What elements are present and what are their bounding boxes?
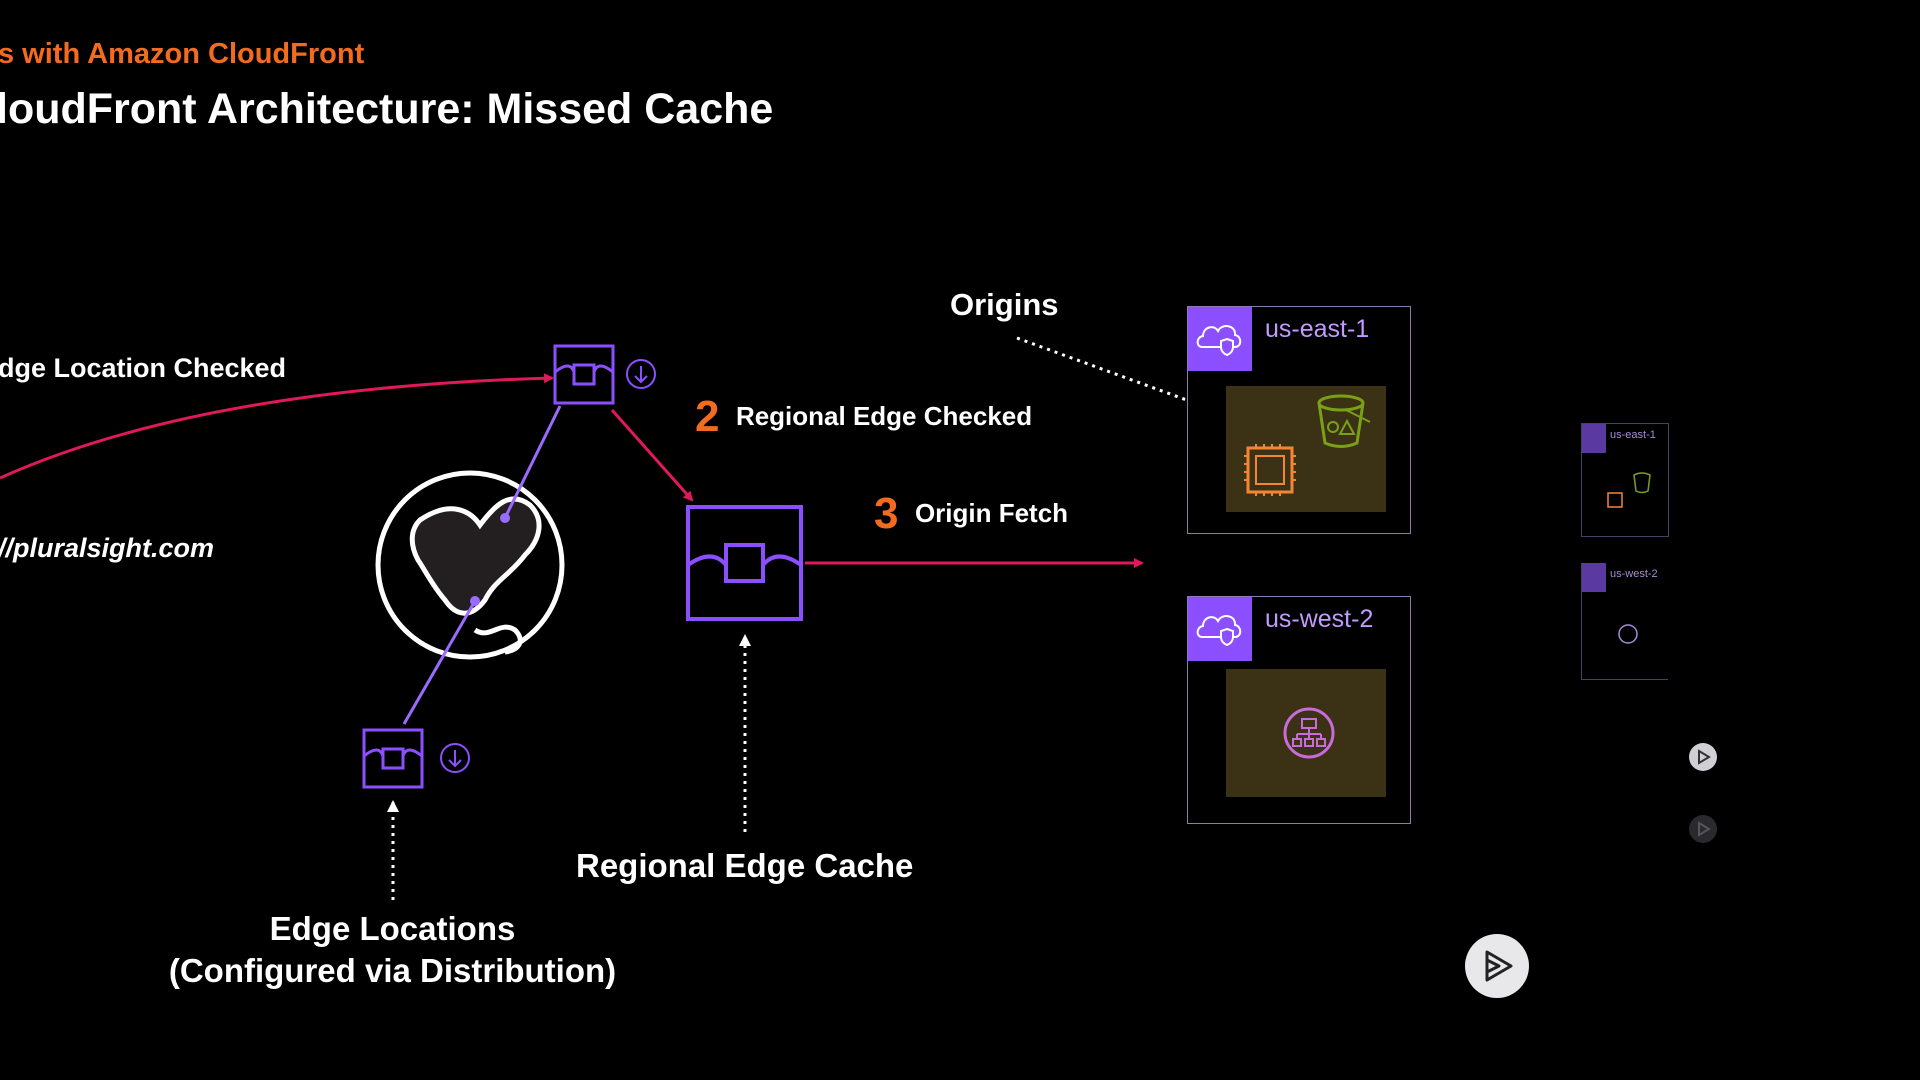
region-name: us-east-1 [1610,429,1656,441]
edge-connector-top [503,405,562,519]
origins-label: Origins [950,287,1059,322]
compute-chip-icon [1244,444,1296,496]
region-cloud-icon [1582,424,1606,453]
storage-bucket-icon [1317,394,1371,448]
regional-edge-cache-label: Regional Edge Cache [576,847,914,884]
step-number: 3 [874,489,899,538]
thumbnail-us-west-2: us-west-2 [1581,563,1668,680]
slide-title: loudFront Architecture: Missed Cache [0,85,774,133]
region-name: us-west-2 [1610,568,1658,580]
region-cloud-icon [1188,597,1252,661]
request-arrow [0,373,554,480]
origin-us-east-1: us-east-1 [1187,306,1411,534]
play-icon [1698,749,1711,765]
load-balancer-icon [1618,624,1638,644]
load-balancer-icon [1283,707,1335,759]
region-cloud-icon [1582,563,1606,592]
region-name: us-west-2 [1265,605,1374,633]
play-button[interactable] [1465,934,1529,998]
step-label: Regional Edge Checked [735,401,1033,431]
region-name: us-east-1 [1265,315,1370,343]
play-icon [1485,950,1513,982]
step-number: 2 [695,392,720,441]
origin-us-west-2: us-west-2 [1187,596,1411,824]
url-text: //pluralsight.com [0,533,215,563]
step-2: 2 Regional Edge Checked [695,392,1032,442]
step-label: Origin Fetch [914,498,1069,528]
regional-edge-cache-icon [686,505,803,621]
step-3: 3 Origin Fetch [874,489,1068,539]
globe-icon [375,470,565,660]
edge-location-checked-label: dge Location Checked [0,353,287,383]
play-icon [1698,821,1711,837]
edge-location-icon [362,728,424,789]
edge-connector-bottom [402,600,477,725]
origin-services [1226,386,1386,512]
origins-pointer-arrow [1016,336,1216,413]
regional-check-arrow [610,409,694,502]
play-button-faded[interactable] [1689,815,1717,843]
edge-locations-label-line2: (Configured via Distribution) [168,952,617,989]
edge-locations-label-line1: Edge Locations [269,910,516,947]
compute-chip-icon [1607,492,1623,508]
edge-locations-label: Edge Locations (Configured via Distribut… [140,908,645,992]
download-icon [440,743,470,773]
region-cloud-icon [1188,307,1252,371]
storage-bucket-icon [1633,472,1651,494]
origin-services [1226,669,1386,797]
thumbnail-us-east-1: us-east-1 [1581,423,1669,537]
play-button-small[interactable] [1689,743,1717,771]
edge-location-icon [553,344,615,405]
download-icon [626,359,656,389]
course-subtitle: s with Amazon CloudFront [0,38,365,70]
